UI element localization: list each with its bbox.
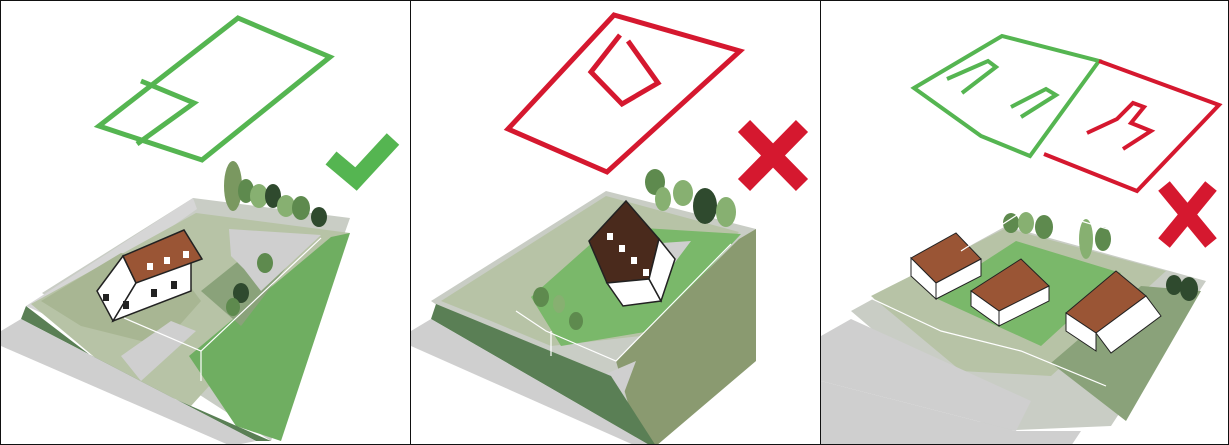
plot-outline-mixed xyxy=(914,36,1219,191)
plot-ground xyxy=(411,191,756,445)
plot-outline-red xyxy=(508,15,740,172)
panel-correct-layout xyxy=(0,0,411,445)
checkmark-icon xyxy=(331,139,393,179)
panel-3-illustration xyxy=(821,1,1229,445)
cross-icon xyxy=(1164,186,1211,243)
plot-outline-green xyxy=(99,18,330,160)
plot-ground xyxy=(821,226,1206,445)
panel-1-illustration xyxy=(1,1,411,445)
panel-2-illustration xyxy=(411,1,821,445)
cross-icon xyxy=(744,126,802,185)
panel-incorrect-diagonal-house xyxy=(410,0,821,445)
panel-incorrect-subdivided-plot xyxy=(820,0,1229,445)
